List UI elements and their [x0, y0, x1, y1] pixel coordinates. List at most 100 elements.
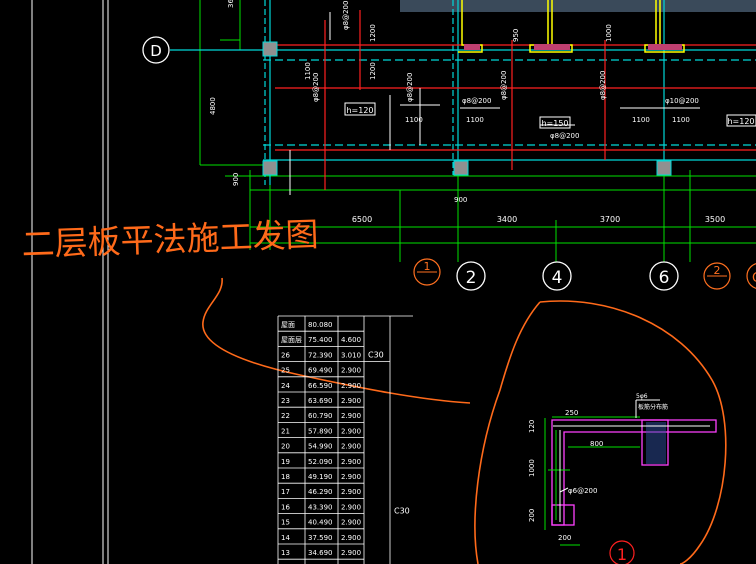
detail-dim-6: 200 — [558, 534, 571, 542]
table-cell: 19 — [281, 458, 290, 466]
slab-label-1: h=120 — [346, 106, 373, 115]
length-label-1: 1100 — [405, 116, 423, 124]
dim-bottom-1: 6500 — [352, 215, 372, 224]
dim-small-2: 900 — [454, 196, 467, 204]
table-cell: 69.490 — [308, 367, 333, 375]
column-footing-fill — [464, 44, 682, 50]
rebar-lines — [289, 12, 700, 195]
table-cell: 2.900 — [341, 534, 361, 542]
table-cell: 2.900 — [341, 397, 361, 405]
table-header-cell: 80.080 — [308, 321, 333, 329]
grid-bubble-partial: C — [746, 263, 756, 289]
detail-rebar: φ6@200 — [568, 487, 597, 495]
table-cell: 2.900 — [341, 519, 361, 527]
table-cell: 22 — [281, 412, 290, 420]
dim-top: 36 — [227, 0, 235, 8]
table-cell: 57.890 — [308, 427, 333, 435]
table-cell: 52.090 — [308, 458, 333, 466]
detail-dim-4: 1000 — [528, 459, 536, 477]
frame-lines — [31, 0, 109, 564]
table-cell: 屋面层 — [281, 336, 302, 344]
slab-label-2: h=150 — [541, 119, 568, 128]
grid-bubble-4: 4 — [542, 261, 572, 291]
table-cell: 16 — [281, 503, 290, 511]
rebar-label-2: φ8@200 — [312, 73, 320, 102]
grid-bubble-2: 2 — [456, 261, 486, 291]
table-cell: 14 — [281, 534, 290, 542]
length-label-2: 1100 — [466, 116, 484, 124]
rebar-label-5: φ8@200 — [500, 71, 508, 100]
table-cell: 26 — [281, 351, 290, 359]
grid-bubble-1: 1 — [413, 258, 441, 286]
table-cell: 2.900 — [341, 549, 361, 557]
table-cell: 75.400 — [308, 336, 333, 344]
table-cell: 2.900 — [341, 458, 361, 466]
length-label-9: 1000 — [605, 24, 613, 42]
table-cell: 13 — [281, 549, 290, 557]
columns — [262, 41, 672, 176]
concrete-label: C30 — [368, 351, 384, 360]
table-cell: 49.190 — [308, 473, 333, 481]
table-cell: 2.900 — [341, 367, 361, 375]
table-cell: 60.790 — [308, 412, 333, 420]
rebar-label-8: φ8@200 — [599, 71, 607, 100]
detail-dim-5: 200 — [528, 509, 536, 522]
dim-bottom-2: 3400 — [497, 215, 517, 224]
table-cell: 2.900 — [341, 443, 361, 451]
dim-bottom-4: 3500 — [705, 215, 725, 224]
table-cell: 23 — [281, 397, 290, 405]
grid-bubble-partial-label: C — [752, 271, 756, 286]
rebar-label-3: φ8@200 — [406, 73, 414, 102]
table-cell: 2.900 — [341, 427, 361, 435]
table-cell: 3.010 — [341, 351, 361, 359]
detail-number: 1 — [617, 545, 627, 564]
rebar-label-1: φ8@200 — [342, 1, 350, 30]
rebar-label-6: φ8@200 — [550, 132, 579, 140]
rebar-label-4: φ8@200 — [462, 97, 491, 105]
table-cell: 72.390 — [308, 351, 333, 359]
table-cell: 21 — [281, 427, 290, 435]
table-cell: 63.690 — [308, 397, 333, 405]
length-label-4: 1100 — [672, 116, 690, 124]
table-cell: 66.590 — [308, 382, 333, 390]
axis-lines — [170, 0, 756, 185]
annotation-curve — [202, 277, 471, 404]
length-label-8: 950 — [512, 29, 520, 42]
table-cell: 20 — [281, 443, 290, 451]
detail-dim-2: 800 — [590, 440, 603, 448]
table-header-cell: 屋面 — [281, 321, 295, 329]
table-cell: 2.900 — [341, 473, 361, 481]
title-overlay — [400, 0, 756, 12]
table-cell: 40.490 — [308, 519, 333, 527]
handwritten-title: 二层板平法施工发图 — [21, 215, 319, 264]
table-cell: 54.990 — [308, 443, 333, 451]
length-label-3: 1100 — [632, 116, 650, 124]
table-cell: 2.900 — [341, 412, 361, 420]
concrete-label: C30 — [394, 507, 410, 516]
table-cell: 15 — [281, 519, 290, 527]
table-cell: 2.900 — [341, 503, 361, 511]
table-cell: 4.600 — [341, 336, 361, 344]
grid-bubble-2b: 2 — [703, 262, 731, 290]
grid-bubble-1-label: 1 — [424, 260, 431, 273]
dim-left: 4800 — [209, 97, 217, 115]
detail-drawing: 250 800 120 1000 200 200 φ6@200 5φ6 板筋分布… — [528, 393, 717, 564]
length-label-5: 1200 — [369, 24, 377, 42]
table-cell: 25 — [281, 367, 290, 375]
grid-bubble-6-label: 6 — [659, 268, 670, 288]
length-label-7: 1100 — [304, 62, 312, 80]
table-cell: 46.290 — [308, 488, 333, 496]
floor-table: 屋面 80.080 屋面层 75.400 4.600 26 72.390 3.010 25 69.… — [277, 315, 413, 564]
grid-bubble-4-label: 4 — [552, 268, 563, 288]
slab-labels — [344, 102, 756, 129]
length-label-6: 1200 — [369, 62, 377, 80]
dim-small-1: 900 — [232, 173, 240, 186]
grid-bubble-6: 6 — [649, 261, 679, 291]
table-cell: 24 — [281, 382, 290, 390]
dim-bottom-3: 3700 — [600, 215, 620, 224]
detail-note: 5φ6 — [636, 393, 648, 400]
axis-d-label: D — [150, 42, 162, 60]
grid-bubble-2-label: 2 — [466, 268, 477, 288]
